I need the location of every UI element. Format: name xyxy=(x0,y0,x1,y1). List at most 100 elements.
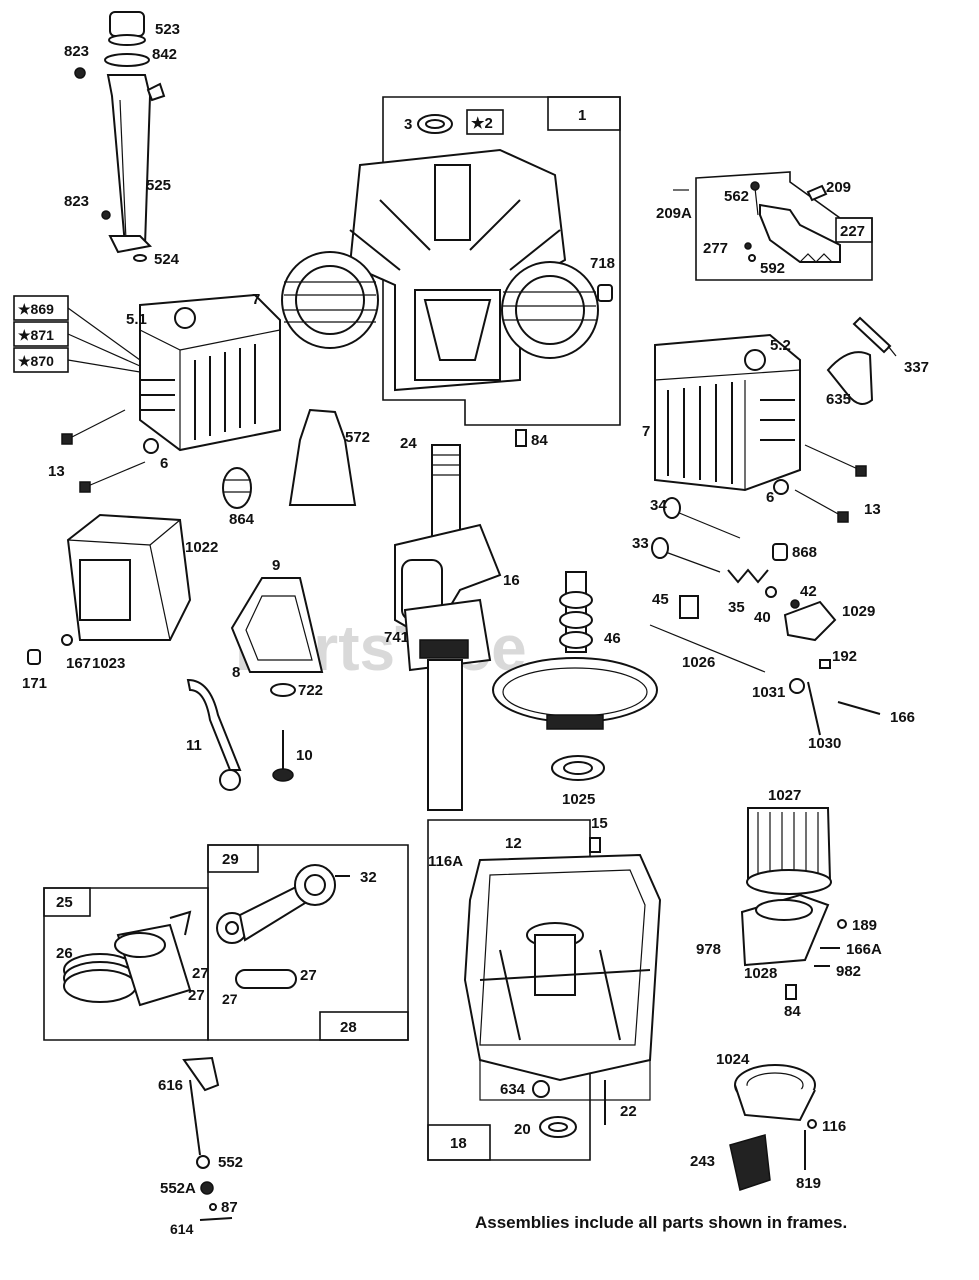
callout-1030: 1030 xyxy=(808,735,841,752)
frame-label-18: 18 xyxy=(450,1135,467,1152)
callout-34: 34 xyxy=(650,497,667,514)
cylinder-head-5-1 xyxy=(139,293,281,452)
callout-337: 337 xyxy=(904,359,929,376)
callout-22: 22 xyxy=(620,1103,637,1120)
frame-25 xyxy=(43,887,209,1041)
callout-166: 166 xyxy=(890,709,915,726)
callout-45: 45 xyxy=(652,591,669,608)
callout-84-bottom: 84 xyxy=(784,1003,801,1020)
callout-634: 634 xyxy=(500,1081,526,1098)
callout-7-right: 7 xyxy=(642,423,650,440)
callout-525: 525 xyxy=(146,177,171,194)
callout-13-right: 13 xyxy=(864,501,881,518)
callout-24: 24 xyxy=(400,435,417,452)
callout-243: 243 xyxy=(690,1153,715,1170)
callout-87: 87 xyxy=(221,1199,238,1216)
callout-27-a: 27 xyxy=(192,965,209,982)
link-1026 xyxy=(649,624,766,673)
governor-1029 xyxy=(783,600,837,642)
callout-823-bottom: 823 xyxy=(64,193,89,210)
callout-864: 864 xyxy=(229,511,255,528)
crankshaft-16 xyxy=(394,444,502,811)
callout-1028: 1028 xyxy=(744,965,777,982)
callout-116: 116 xyxy=(822,1118,846,1135)
callout-13-left: 13 xyxy=(48,463,65,480)
callout-823-top: 823 xyxy=(64,43,89,60)
callout-167: 167 xyxy=(66,655,91,672)
callout-562: 562 xyxy=(724,188,749,205)
callout-27-d: 27 xyxy=(222,991,238,1007)
callout-6-right: 6 xyxy=(766,489,774,506)
callout-15: 15 xyxy=(591,815,608,832)
callout-171: 171 xyxy=(22,675,47,692)
frame-label-28: 28 xyxy=(340,1019,357,1036)
callout-27-c: 27 xyxy=(300,967,317,984)
camshaft-46 xyxy=(492,571,658,730)
callout-552: 552 xyxy=(218,1154,243,1171)
oil-sump xyxy=(463,853,662,1101)
valve-cover xyxy=(66,513,192,641)
spring-35 xyxy=(727,568,769,584)
callout-42: 42 xyxy=(800,583,817,600)
starred-869: ★869 xyxy=(18,301,54,317)
callout-718: 718 xyxy=(590,255,615,272)
valve-33 xyxy=(659,549,721,573)
callout-616: 616 xyxy=(158,1077,183,1094)
callout-209: 209 xyxy=(826,179,851,196)
plug-boot-635 xyxy=(826,351,874,405)
starred-2: ★2 xyxy=(471,115,493,132)
callout-6-left: 6 xyxy=(160,455,168,472)
callout-1022: 1022 xyxy=(185,539,218,556)
callout-572: 572 xyxy=(345,429,370,446)
callout-11: 11 xyxy=(186,737,202,754)
callout-1023: 1023 xyxy=(92,655,125,672)
callout-27-b: 27 xyxy=(188,987,205,1004)
callout-5-2: 5.2 xyxy=(770,337,791,354)
callout-741: 741 xyxy=(384,629,409,646)
shield-572 xyxy=(288,408,357,506)
callout-26: 26 xyxy=(56,945,73,962)
callout-9: 9 xyxy=(272,557,280,574)
piston xyxy=(63,910,192,1007)
piston-pin-28 xyxy=(235,969,297,989)
callout-12: 12 xyxy=(505,835,522,852)
oil-filter-1027 xyxy=(746,807,832,895)
frame-label-29: 29 xyxy=(222,851,239,868)
oil-pump-1024 xyxy=(734,1064,816,1122)
callout-40: 40 xyxy=(754,609,771,626)
callout-5-1: 5.1 xyxy=(126,311,147,328)
callout-722: 722 xyxy=(298,682,323,699)
callout-552A: 552A xyxy=(160,1180,196,1197)
callout-1027: 1027 xyxy=(768,787,801,804)
callout-524: 524 xyxy=(154,251,180,268)
callout-982: 982 xyxy=(836,963,861,980)
crankcase-block xyxy=(281,148,613,392)
breather-tube-11 xyxy=(186,678,242,771)
dipstick-tube-assembly xyxy=(74,11,166,262)
callout-84-top: 84 xyxy=(531,432,548,449)
callout-1031: 1031 xyxy=(752,684,785,701)
starred-870: ★870 xyxy=(18,353,54,369)
callout-635: 635 xyxy=(826,391,851,408)
frame-1-label-box xyxy=(547,96,621,131)
callout-116A: 116A xyxy=(428,853,463,870)
callout-1025: 1025 xyxy=(562,791,595,808)
callout-35: 35 xyxy=(728,599,745,616)
callout-523: 523 xyxy=(155,21,180,38)
callout-3: 3 xyxy=(404,116,412,133)
callout-166A: 166A xyxy=(846,941,882,958)
callout-209A: 209A xyxy=(656,205,692,222)
callout-32: 32 xyxy=(360,869,377,886)
callout-1026: 1026 xyxy=(682,654,715,671)
frame-12-18 xyxy=(427,819,591,1161)
callout-978: 978 xyxy=(696,941,721,958)
starred-2-box xyxy=(466,109,504,135)
callout-7-left: 7 xyxy=(252,291,260,308)
frame-label-227: 227 xyxy=(840,223,865,240)
governor-lever-616 xyxy=(182,1056,220,1092)
callout-46: 46 xyxy=(604,630,621,647)
footnote: Assemblies include all parts shown in fr… xyxy=(475,1213,847,1232)
callout-33: 33 xyxy=(632,535,649,552)
callout-842: 842 xyxy=(152,46,177,63)
